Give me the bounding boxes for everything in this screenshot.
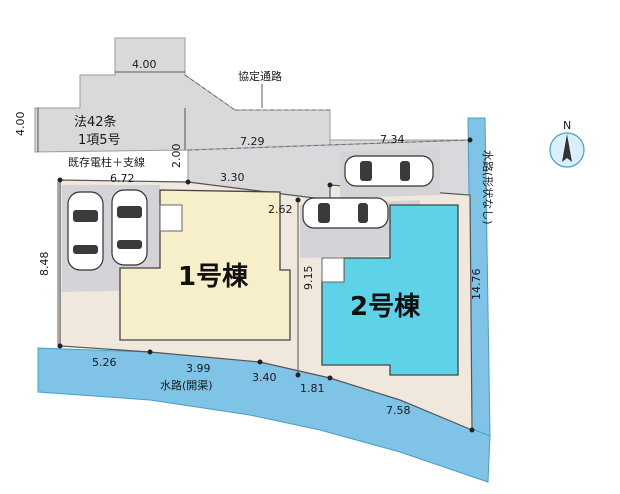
label-hou42: 法42条 [74, 114, 117, 130]
dim-7-34: 7.34 [380, 133, 405, 146]
building-1-label: 1号棟 [178, 262, 249, 292]
car-1 [67, 191, 104, 271]
car-3 [344, 155, 434, 187]
dim-6-72: 6.72 [110, 172, 135, 185]
dim-7-58: 7.58 [386, 404, 411, 417]
dim-4-00-top: 4.00 [132, 58, 157, 71]
dim-1-81: 1.81 [300, 382, 325, 395]
dim-2-00: 2.00 [170, 144, 183, 169]
dim-5-26: 5.26 [92, 356, 117, 369]
label-1kou5gou: 1項5号 [78, 133, 121, 148]
label-suiro-side: 水路(形状なし) [481, 150, 495, 225]
building-2 [321, 204, 459, 376]
dim-3-99: 3.99 [186, 362, 211, 375]
dim-9-15: 9.15 [302, 266, 315, 291]
car-2 [111, 189, 148, 266]
dim-2-62: 2.62 [268, 203, 293, 216]
label-suiro-bottom: 水路(開渠) [160, 379, 213, 392]
label-kyotei-tsuro: 協定通路 [238, 69, 282, 83]
building-1-porch [159, 204, 183, 232]
dim-3-30: 3.30 [220, 171, 245, 184]
svg-text:N: N [563, 119, 571, 132]
dim-14-76: 14.76 [470, 269, 483, 301]
dim-7-29: 7.29 [240, 135, 265, 148]
building-2-porch [321, 257, 345, 283]
car-4 [302, 197, 389, 229]
boundary-points [57, 137, 475, 433]
dim-4-00-left: 4.00 [14, 112, 27, 137]
dim-8-48: 8.48 [38, 252, 51, 277]
dimension-lines [37, 71, 186, 346]
north-compass-icon: N [549, 119, 585, 168]
dim-3-40: 3.40 [252, 371, 277, 384]
label-denchu: 既存電柱＋支線 [68, 155, 145, 169]
building-2-label: 2号棟 [350, 292, 421, 322]
